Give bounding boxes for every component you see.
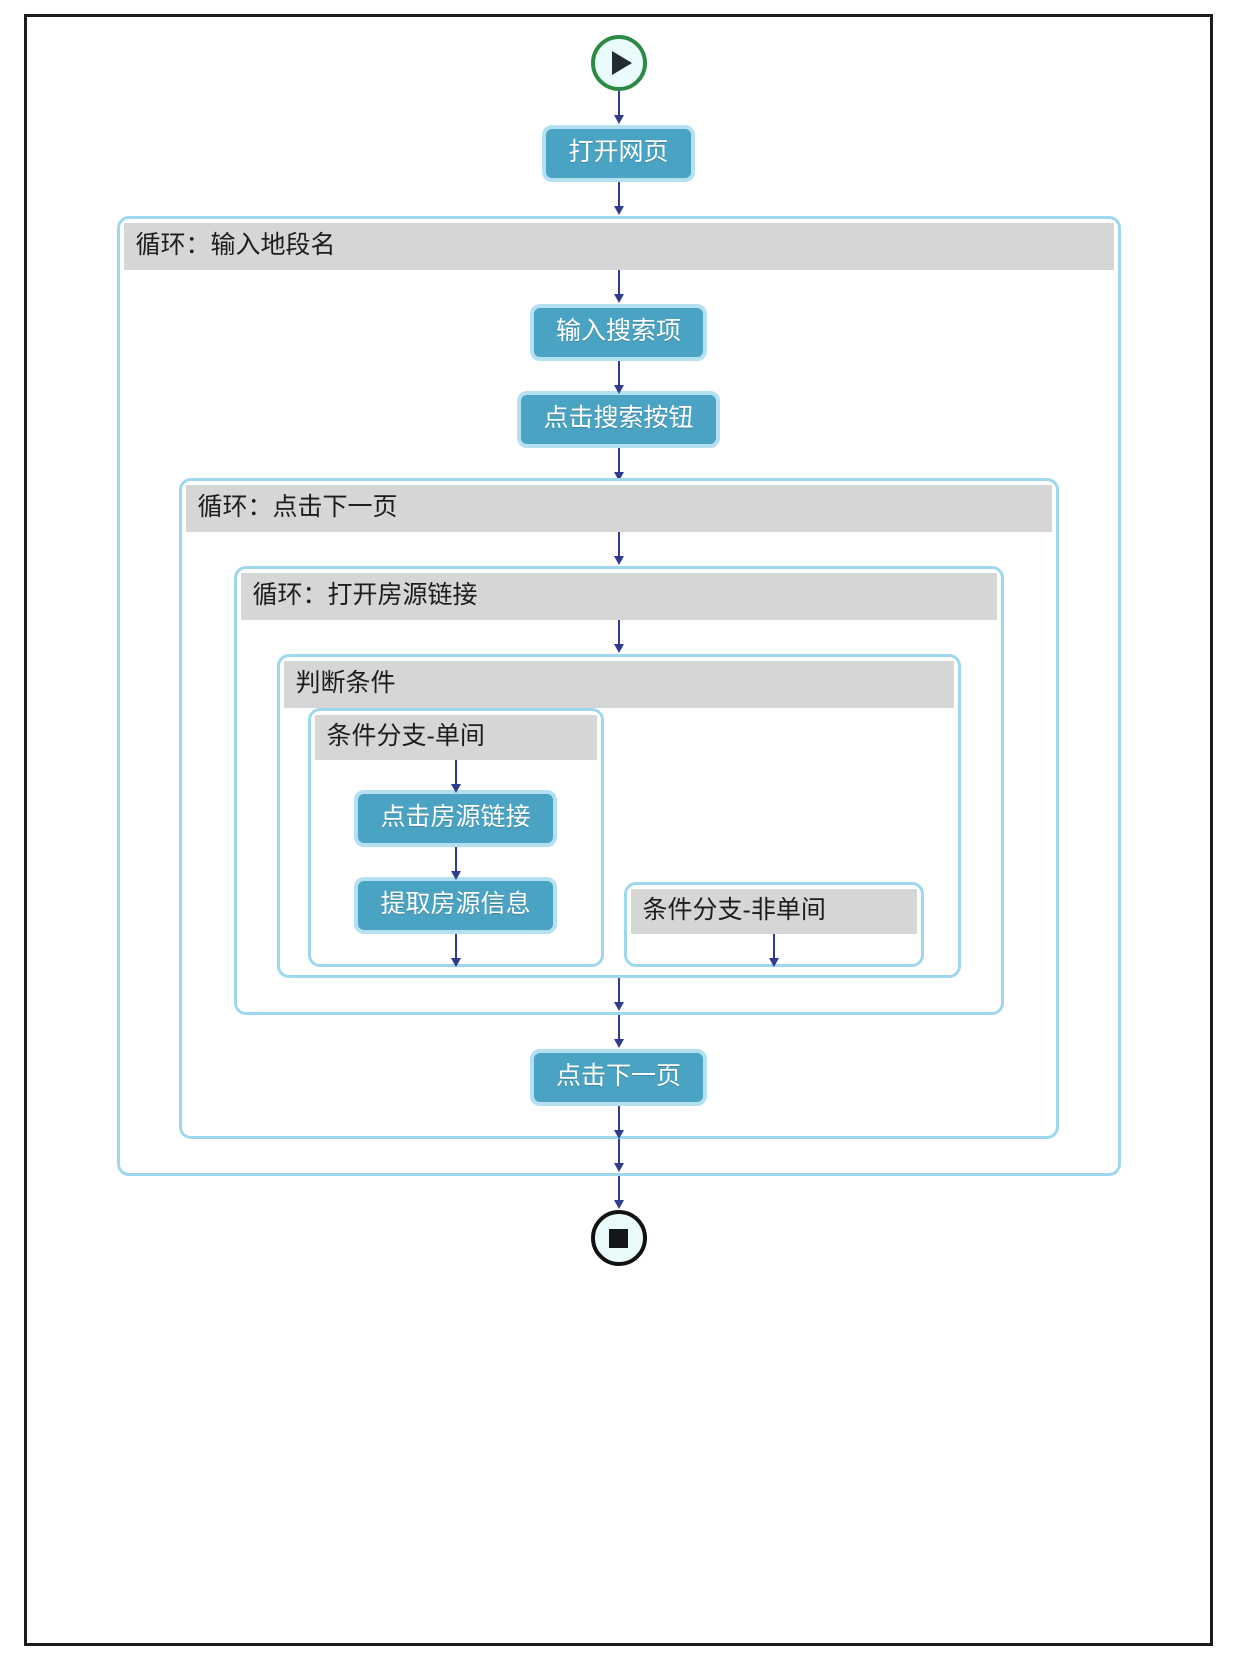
arrow-connector	[612, 91, 626, 125]
container-loop-open-listing[interactable]: 循环：打开房源链接 判断条件	[233, 566, 1004, 1015]
condition-branch-row: 条件分支-单间 点击房源链接 提取房源信息	[280, 708, 958, 967]
arrow-connector	[767, 934, 781, 967]
container-branch-non-single[interactable]: 条件分支-非单间	[623, 882, 924, 967]
container-branch-single[interactable]: 条件分支-单间 点击房源链接 提取房源信息	[307, 708, 604, 967]
arrow-connector	[612, 1106, 626, 1139]
container-body-branch-non-single	[627, 934, 921, 967]
node-click-listing-link[interactable]: 点击房源链接	[354, 790, 557, 847]
container-body-loop-open-listing: 判断条件 条件分支-单间 点击房源链接	[237, 620, 1001, 1012]
container-header-branch-non-single: 条件分支-非单间	[630, 889, 917, 934]
container-body-branch-single: 点击房源链接 提取房源信息	[311, 760, 601, 967]
start-node[interactable]	[590, 35, 647, 91]
play-icon	[611, 51, 632, 75]
stop-icon	[609, 1228, 628, 1248]
page-frame: 打开网页 循环：输入地段名 输入搜索项 点击搜索按钮 循环：点击下一页	[24, 14, 1213, 1646]
arrow-connector	[612, 448, 626, 481]
arrow-connector	[449, 847, 463, 880]
container-loop-next-page[interactable]: 循环：点击下一页 循环：打开房源链接 判断条件	[178, 478, 1059, 1139]
spacer	[280, 967, 958, 975]
arrow-connector	[612, 182, 626, 216]
node-open-page[interactable]: 打开网页	[542, 125, 695, 182]
node-extract-listing-info[interactable]: 提取房源信息	[354, 877, 557, 934]
container-header-condition: 判断条件	[283, 661, 954, 708]
root-flow: 打开网页 循环：输入地段名 输入搜索项 点击搜索按钮 循环：点击下一页	[27, 17, 1210, 1266]
arrow-connector	[612, 270, 626, 304]
arrow-connector	[612, 978, 626, 1012]
arrow-connector	[612, 361, 626, 394]
arrow-connector	[612, 1176, 626, 1210]
node-click-next-page[interactable]: 点击下一页	[529, 1049, 707, 1106]
container-header-loop-open-listing: 循环：打开房源链接	[240, 573, 997, 620]
container-condition[interactable]: 判断条件 条件分支-单间 点击房源链接	[276, 654, 961, 978]
node-input-search-term[interactable]: 输入搜索项	[529, 304, 707, 361]
container-header-loop-next-page: 循环：点击下一页	[185, 485, 1052, 532]
container-body-loop-next-page: 循环：打开房源链接 判断条件	[182, 532, 1056, 1139]
arrow-connector	[612, 620, 626, 654]
arrow-connector	[449, 760, 463, 793]
container-loop-input-area[interactable]: 循环：输入地段名 输入搜索项 点击搜索按钮 循环：点击下一页	[116, 216, 1121, 1176]
node-click-search-button[interactable]: 点击搜索按钮	[517, 391, 720, 448]
arrow-connector	[612, 1015, 626, 1049]
arrow-connector	[449, 934, 463, 967]
arrow-connector	[612, 532, 626, 566]
arrow-connector	[612, 1139, 626, 1173]
container-header-loop-input-area: 循环：输入地段名	[123, 223, 1114, 270]
end-node[interactable]	[590, 1210, 647, 1266]
container-header-branch-single: 条件分支-单间	[314, 715, 597, 760]
container-body-loop-input-area: 输入搜索项 点击搜索按钮 循环：点击下一页 循环：打开房源链接	[120, 270, 1118, 1173]
